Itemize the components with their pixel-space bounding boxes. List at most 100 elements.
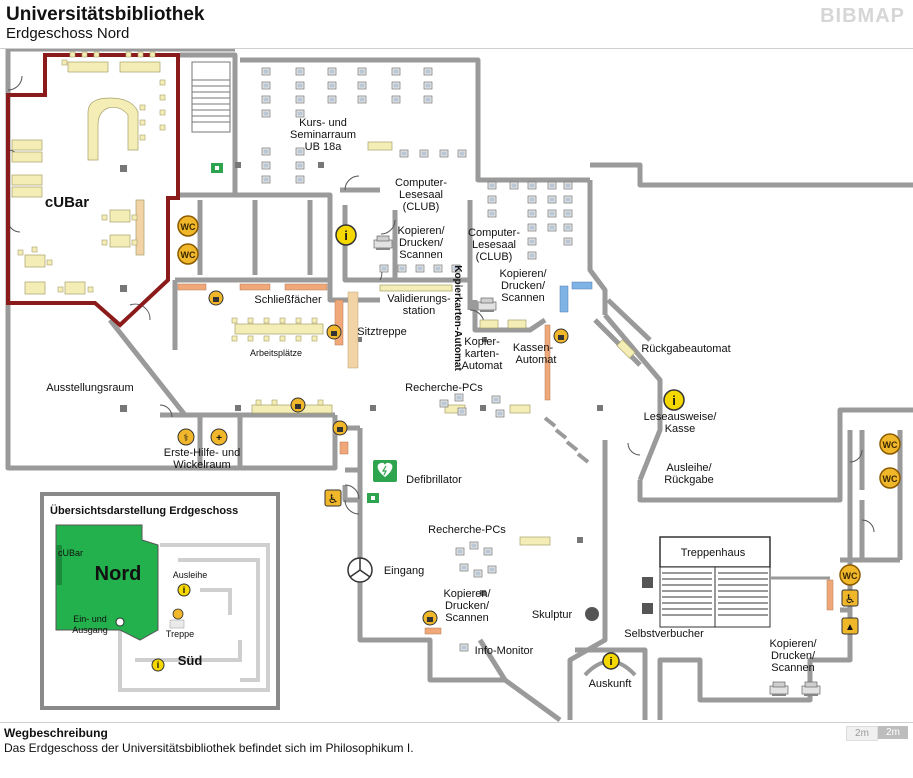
club-a-label-1: Computer-: [395, 177, 447, 189]
kopieren-a-label-1: Kopieren/: [397, 225, 445, 237]
auskunft-label: Auskunft: [589, 678, 632, 690]
directions-title: Wegbeschreibung: [4, 726, 108, 740]
club-b-label-3: (CLUB): [476, 251, 513, 263]
floor-plan-map[interactable]: WC WC WC WC WC i i i ♿ ♿ ▲ ⚕ + cUBar Kur…: [0, 49, 913, 722]
kassen-label-1: Kassen-: [513, 342, 554, 354]
lock-icon: [208, 290, 224, 306]
cubar-label: cUBar: [45, 194, 89, 211]
overview-stairs-block: [169, 619, 185, 629]
leseausweise-label-2: Kasse: [665, 423, 696, 435]
cubar-outline[interactable]: [6, 53, 180, 328]
lock-icon: [422, 610, 438, 626]
recherche-b-label: Recherche-PCs: [428, 524, 506, 536]
overview-stairs: Treppe: [166, 629, 194, 639]
wc-icon[interactable]: WC: [177, 215, 199, 237]
lock-icon: [290, 397, 306, 413]
scale-bar-small: 2m: [846, 726, 878, 741]
emergency-exit-icon: [211, 163, 223, 173]
rueckgabe-label: Rückgabeautomat: [641, 343, 730, 355]
lock-icon: [553, 328, 569, 344]
svg-text:⚕: ⚕: [183, 433, 188, 444]
svg-text:♿: ♿: [845, 592, 856, 606]
kopieren-c-label-1: Kopieren/: [443, 588, 491, 600]
kopieren-b-label-2: Drucken/: [501, 280, 546, 292]
floor-subtitle: Erdgeschoss Nord: [6, 25, 130, 42]
validierung-label-2: station: [403, 305, 435, 317]
svg-text:i: i: [183, 585, 186, 595]
selbstverbucher-devices: [642, 577, 653, 614]
overview-title: Übersichtsdarstellung Erdgeschoss: [50, 504, 238, 517]
overview-ausleihe: Ausleihe: [173, 570, 208, 580]
info-icon[interactable]: i: [602, 652, 620, 670]
kopieren-d-label-3: Scannen: [771, 662, 814, 674]
svg-text:i: i: [344, 228, 348, 243]
directions-text: Das Erdgeschoss der Universitätsbiblioth…: [4, 741, 414, 755]
overview-entrance-mark: [115, 617, 125, 627]
defibrillator-icon[interactable]: [373, 460, 397, 482]
first-aid-icon: +: [210, 428, 228, 446]
info-icon[interactable]: i: [335, 224, 357, 246]
cubar-pillars: [120, 165, 127, 292]
schliessfaecher-label: Schließfächer: [254, 294, 322, 306]
entrance-revolving-door[interactable]: [347, 557, 373, 583]
first-aid-icon: [172, 608, 184, 620]
ausleihe-label-1: Ausleihe/: [666, 462, 712, 474]
kurs-pcs: [261, 67, 433, 184]
skulptur-label: Skulptur: [532, 609, 573, 621]
wc-icon[interactable]: WC: [879, 433, 901, 455]
leseausweise-label-1: Leseausweise/: [644, 411, 718, 423]
kopieren-a-label-3: Scannen: [399, 249, 442, 261]
defibrillator-label: Defibrillator: [406, 474, 462, 486]
info-icon[interactable]: i: [663, 389, 685, 411]
kurs-label-3: UB 18a: [305, 141, 343, 153]
svg-text:▲: ▲: [845, 622, 855, 633]
club-a-label-2: Lesesaal: [399, 189, 443, 201]
kopierkarten-vertical-label: Kopierkarten-Automat: [452, 265, 463, 371]
erste-hilfe-label-2: Wickelraum: [173, 459, 230, 471]
wc-icon[interactable]: WC: [879, 467, 901, 489]
hall-partitions: [543, 416, 590, 464]
kopieren-c-label-2: Drucken/: [445, 600, 490, 612]
svg-text:WC: WC: [181, 250, 196, 260]
kopieren-b-label-3: Scannen: [501, 292, 544, 304]
kurs-label-2: Seminarraum: [290, 129, 356, 141]
wc-icon[interactable]: WC: [177, 243, 199, 265]
overview-north: Nord: [95, 563, 142, 585]
wc-icon[interactable]: WC: [839, 564, 861, 586]
lock-icon: [332, 420, 348, 436]
erste-hilfe-label-1: Erste-Hilfe- und: [164, 447, 240, 459]
svg-text:WC: WC: [883, 474, 898, 484]
validierung-label-1: Validierungs-: [387, 293, 451, 305]
overview-south-outline: [118, 543, 270, 692]
kopierkarten-label-3: Automat: [462, 360, 503, 372]
kopieren-a-label-2: Drucken/: [399, 237, 444, 249]
overview-south: Süd: [178, 653, 203, 668]
arbeitsplaetze-label: Arbeitsplätze: [250, 348, 302, 358]
sitztreppe-block: [347, 291, 359, 369]
svg-text:+: +: [216, 433, 222, 444]
kassen-label-2: Automat: [516, 354, 557, 366]
svg-text:WC: WC: [883, 440, 898, 450]
sitztreppe-label: Sitztreppe: [357, 326, 407, 338]
club-a-label-3: (CLUB): [403, 201, 440, 213]
ausleihe-label-2: Rückgabe: [664, 474, 714, 486]
elevator-icon: ▲: [841, 617, 859, 635]
kopierkarten-label-2: karten-: [465, 348, 500, 360]
scale-bar-large: 2m: [878, 726, 908, 739]
overview-north-area[interactable]: [55, 524, 159, 641]
overview-entrance-2: Ausgang: [72, 625, 108, 635]
svg-text:i: i: [672, 393, 676, 408]
ausstellung-label: Ausstellungsraum: [46, 382, 133, 394]
selbstverbucher-label: Selbstverbucher: [624, 628, 704, 640]
wheelchair-icon: ♿: [841, 589, 859, 607]
header-divider: [0, 48, 913, 49]
club-b-label-1: Computer-: [468, 227, 520, 239]
overview-inset[interactable]: Übersichtsdarstellung Erdgeschoss cUBar …: [40, 492, 280, 710]
wheelchair-icon: ♿: [324, 489, 342, 507]
pillars: [120, 162, 603, 596]
overview-cubar: cUBar: [58, 548, 83, 558]
kopieren-b-label-1: Kopieren/: [499, 268, 547, 280]
north-stairs: [191, 61, 231, 133]
info-monitor-label: Info-Monitor: [475, 645, 534, 657]
blue-devices: [559, 281, 593, 313]
